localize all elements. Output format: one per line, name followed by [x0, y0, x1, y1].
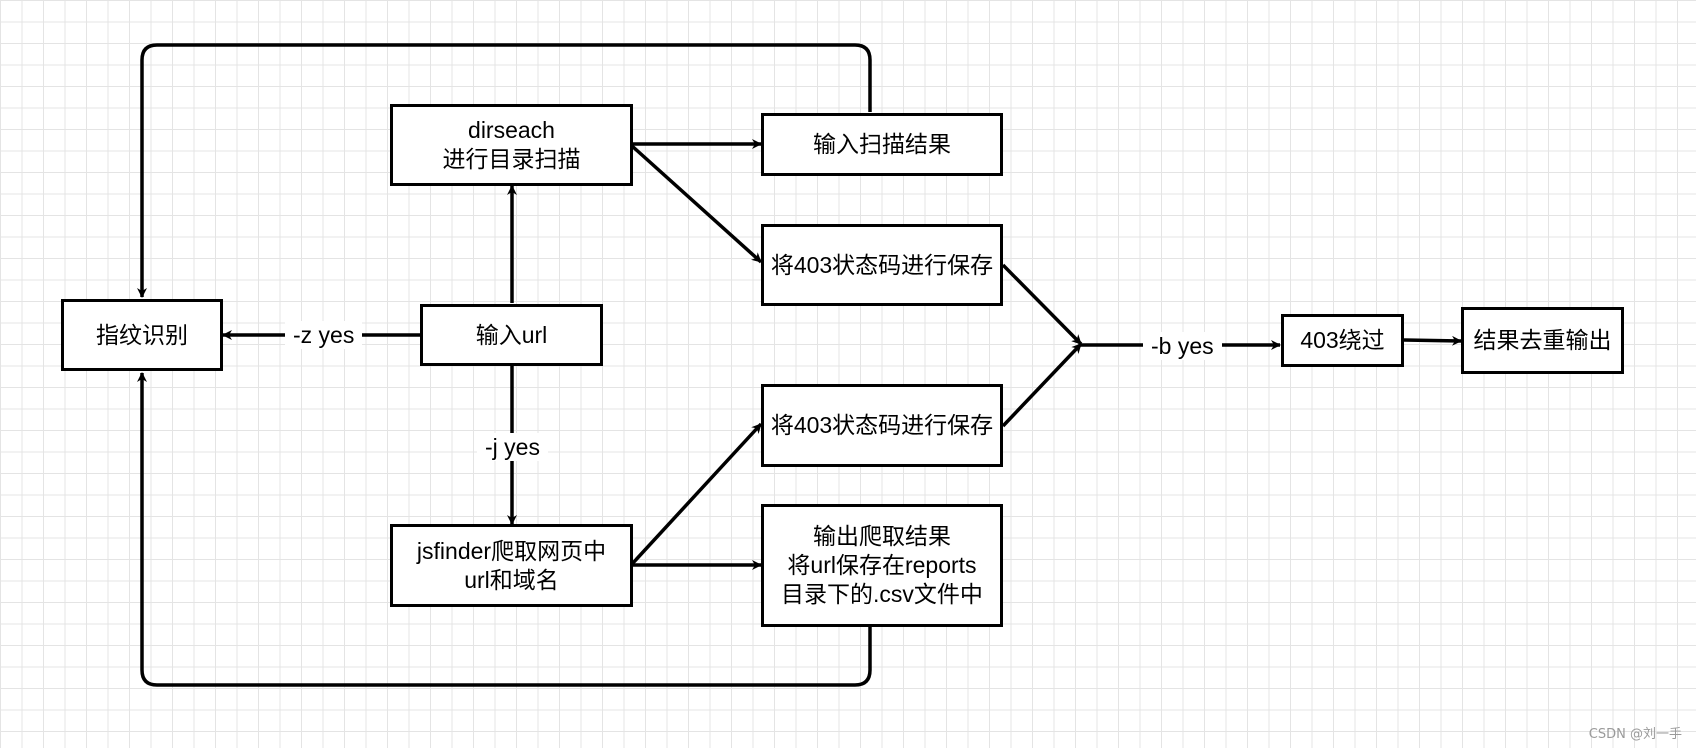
edge-loop-bottom-to-fingerprint — [137, 372, 872, 687]
edge-label-b: -b yes — [1143, 332, 1222, 360]
save403-bottom-node[interactable]: 将403状态码进行保存 — [761, 384, 1003, 467]
bypass403-label: 403绕过 — [1300, 327, 1385, 353]
watermark: CSDN @刘一手 — [1588, 727, 1682, 742]
edge-label-j: -j yes — [477, 433, 548, 461]
edge-save403-top-to-merge — [1001, 263, 1083, 346]
input-url-label: 输入url — [475, 321, 548, 348]
edge-label-z: -z yes — [285, 321, 363, 349]
edge-bypass-to-dedup — [1403, 335, 1462, 346]
crawl-output-node[interactable]: 输出爬取结果 将url保存在reports 目录下的.csv文件中 — [761, 504, 1003, 627]
scan-result-label: 输入扫描结果 — [813, 131, 951, 157]
edge-save403-bottom-to-merge — [1001, 342, 1083, 428]
save403-top-node[interactable]: 将403状态码进行保存 — [761, 224, 1003, 306]
jsfinder-label: jsfinder爬取网页中 url和域名 — [416, 537, 607, 593]
scan-result-node[interactable]: 输入扫描结果 — [761, 113, 1003, 176]
crawl-output-label: 输出爬取结果 将url保存在reports 目录下的.csv文件中 — [781, 523, 983, 607]
fingerprint-node[interactable]: 指纹识别 — [61, 299, 223, 371]
save403-top-label: 将403状态码进行保存 — [770, 251, 994, 278]
save403-bottom-label: 将403状态码进行保存 — [770, 412, 994, 438]
dirsearch-label: dirseach 进行目录扫描 — [442, 117, 581, 172]
input-url-node[interactable]: 输入url — [420, 304, 603, 366]
dedup-node[interactable]: 结果去重输出 — [1461, 307, 1624, 374]
dedup-label: 结果去重输出 — [1473, 327, 1612, 353]
edge-dirsearch-to-save403-top — [630, 144, 763, 264]
edge-loop-top-to-fingerprint — [137, 43, 872, 298]
jsfinder-node[interactable]: jsfinder爬取网页中 url和域名 — [390, 524, 633, 607]
edge-jsfinder-to-save403-bottom — [630, 422, 763, 566]
dirsearch-node[interactable]: dirseach 进行目录扫描 — [390, 104, 633, 186]
bypass403-node[interactable]: 403绕过 — [1281, 314, 1404, 367]
fingerprint-label: 指纹识别 — [96, 321, 188, 348]
